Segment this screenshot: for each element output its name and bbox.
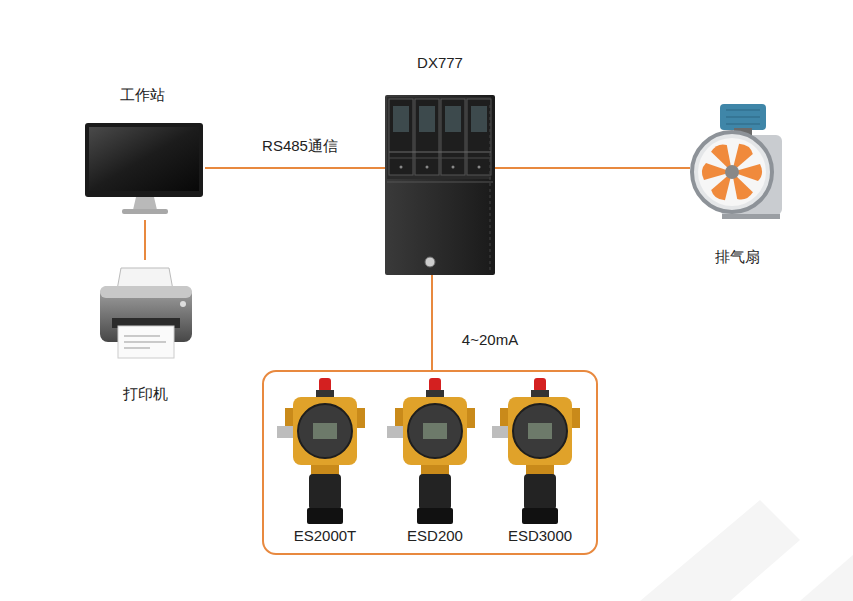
printer-icon-part <box>118 326 174 358</box>
controller-cabinet-part <box>490 105 491 270</box>
controller-cabinet-part <box>389 158 491 159</box>
detector-node: ESD3000 <box>490 375 590 547</box>
controller-cabinet-part <box>387 97 491 179</box>
monitor-icon-part <box>85 123 203 197</box>
printer-icon <box>100 268 192 358</box>
controller-cabinet-part <box>400 166 403 169</box>
controller-cabinet-part <box>387 182 493 183</box>
controller-cabinet-part <box>425 257 435 267</box>
controller-cabinet-part <box>471 106 487 132</box>
signal-line <box>205 167 385 169</box>
workstation-node: 工作站 <box>80 84 205 220</box>
node-label: ESD200 <box>407 527 463 545</box>
exhaust-fan-part-part <box>725 165 739 179</box>
exhaust-fan-part <box>722 214 780 219</box>
controller-cabinet-part <box>445 106 461 132</box>
monitor-icon-part <box>89 127 199 191</box>
detector-node: ES2000T <box>275 375 375 547</box>
controller-cabinet-part <box>389 152 491 153</box>
controller-cabinet-part <box>385 95 495 275</box>
edge-label: RS485通信 <box>259 137 341 155</box>
illustration-part <box>277 378 365 524</box>
node-label: DX777 <box>417 54 463 72</box>
printer-icon-part <box>124 336 160 337</box>
edge-label: 4~20mA <box>459 331 521 349</box>
printer-icon-part <box>124 342 166 343</box>
signal-line <box>495 167 690 169</box>
exhaust-fan-part <box>692 132 772 212</box>
node-label: 工作站 <box>120 86 165 104</box>
node-label: 打印机 <box>123 385 168 403</box>
exhaust-fan-part <box>726 117 760 118</box>
controller-node: DX777 <box>385 52 495 275</box>
printer-node: 打印机 <box>90 260 200 405</box>
exhaust-fan <box>692 104 782 219</box>
exhaust-fan-part <box>720 104 766 130</box>
watermark-shape <box>640 500 853 601</box>
watermark-shape-part <box>640 500 800 601</box>
controller-cabinet-part <box>393 106 409 132</box>
printer-icon-part <box>100 286 192 298</box>
printer-icon-part <box>124 348 150 349</box>
exhaust-fan-part <box>726 110 760 111</box>
detector-node: ESD200 <box>385 375 485 547</box>
controller-cabinet-part <box>452 166 455 169</box>
detector-group: ES2000T ESD200 ESD3000 <box>262 370 598 555</box>
exhaust-fan-part <box>726 124 760 125</box>
controller-cabinet <box>385 95 495 275</box>
node-label: ESD3000 <box>508 527 572 545</box>
illustration-part <box>492 378 580 524</box>
controller-cabinet-part <box>478 166 481 169</box>
watermark-shape-part <box>800 555 853 601</box>
controller-cabinet-part <box>419 106 435 132</box>
monitor-icon <box>85 123 203 214</box>
controller-cabinet-part <box>441 99 465 175</box>
fan-node: 排气扇 <box>690 100 785 268</box>
controller-cabinet-part <box>467 99 491 175</box>
exhaust-fan-part <box>698 138 766 206</box>
illustration-part <box>387 378 475 524</box>
controller-cabinet-part <box>426 166 429 169</box>
signal-line <box>144 220 146 260</box>
printer-icon-part <box>180 301 186 307</box>
node-label: ES2000T <box>294 527 357 545</box>
controller-cabinet-part <box>415 99 439 175</box>
signal-line <box>431 275 433 370</box>
monitor-icon-part <box>122 209 168 214</box>
monitor-icon-part <box>133 197 157 210</box>
controller-cabinet-part <box>389 99 413 175</box>
exhaust-fan-part <box>702 141 762 202</box>
node-label: 排气扇 <box>715 248 760 266</box>
